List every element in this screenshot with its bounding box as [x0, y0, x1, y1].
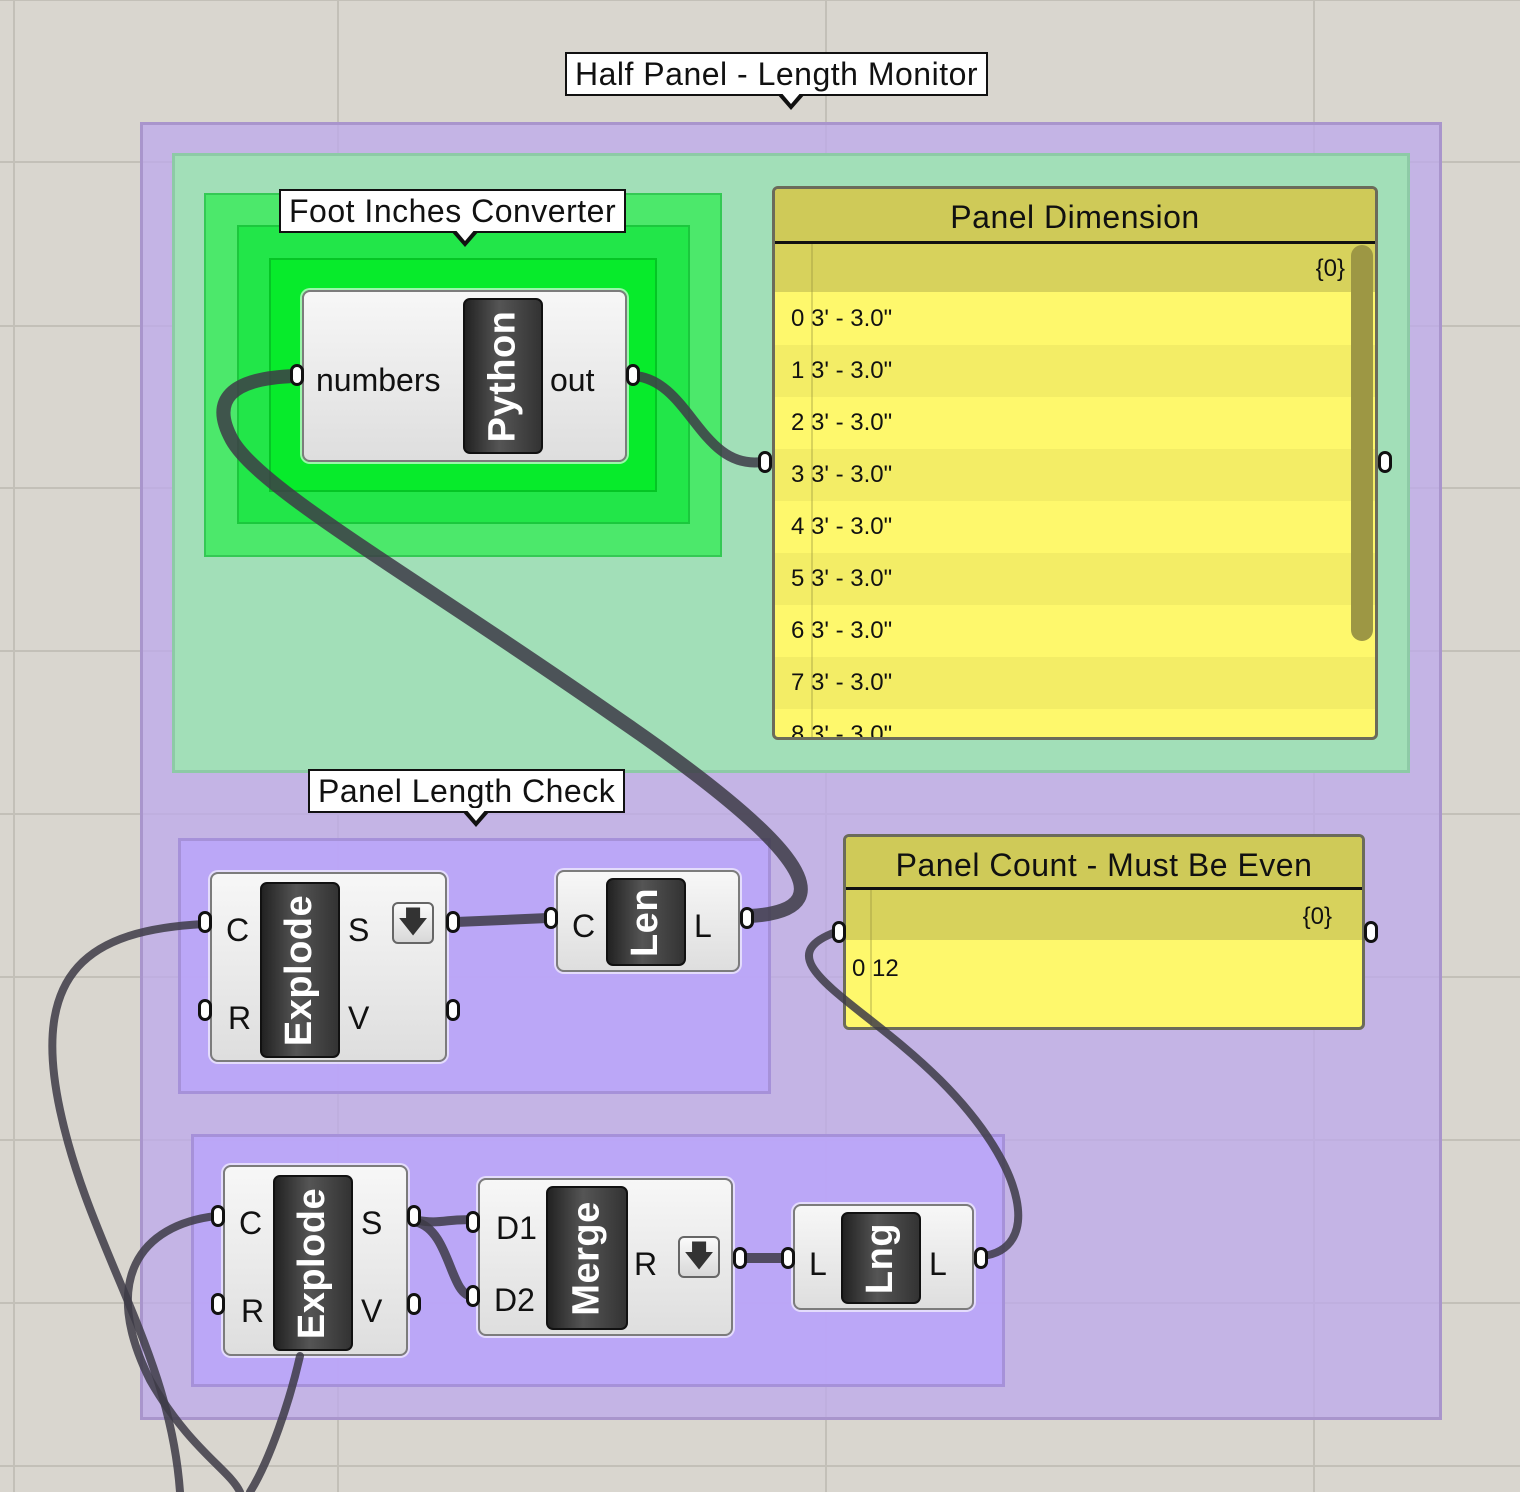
merge-input-d1: D1 [496, 1210, 537, 1246]
len-badge-text: Len [624, 887, 667, 957]
explode-2-input-c: C [239, 1205, 263, 1241]
panel-dimension-title: Panel Dimension [775, 189, 1375, 244]
tag-pointer [462, 808, 490, 827]
list-item: 0 12 [852, 955, 899, 982]
list-item: 2 3' - 3.0" [791, 409, 893, 436]
panel-index-divider [811, 244, 813, 737]
explode-1-v-port[interactable] [446, 999, 460, 1021]
lng-badge: Lng [841, 1212, 921, 1304]
panel-dimension-path-row [775, 244, 1375, 292]
list-item: 8 3' - 3.0" [791, 721, 893, 740]
lng-input-port[interactable] [781, 1247, 795, 1269]
group-title-half-panel-text: Half Panel - Length Monitor [575, 56, 979, 92]
explode-1-input-c: C [226, 912, 250, 948]
list-item: 5 3' - 3.0" [775, 553, 1375, 605]
list-item: 0 3' - 3.0" [791, 305, 893, 332]
lng-output-l: L [929, 1246, 947, 1282]
python-input-label: numbers [316, 362, 441, 398]
flatten-arrow-icon[interactable]: 🡇 [392, 902, 434, 944]
panel-count-output-port[interactable] [1364, 921, 1378, 943]
len-input-port[interactable] [544, 907, 558, 929]
explode-2-badge: Explode [273, 1175, 353, 1351]
list-item: 6 3' - 3.0" [791, 617, 893, 644]
explode-component-1[interactable]: C R Explode S V 🡇 [210, 872, 447, 1062]
merge-d1-port[interactable] [466, 1211, 480, 1233]
python-component[interactable]: numbers Python out [302, 290, 627, 462]
panel-count-path: {0} [1302, 903, 1332, 930]
explode-1-input-r: R [228, 1000, 252, 1036]
explode-1-output-s: S [348, 912, 370, 948]
panel-dimension-path: {0} [1315, 255, 1345, 282]
group-title-foot-inches-converter[interactable]: Foot Inches Converter [279, 189, 627, 247]
explode-2-v-port[interactable] [407, 1293, 421, 1315]
merge-d2-port[interactable] [466, 1285, 480, 1307]
list-item: 1 3' - 3.0" [775, 345, 1375, 397]
merge-badge: Merge [546, 1186, 628, 1330]
lng-badge-text: Lng [859, 1222, 902, 1294]
len-output-port[interactable] [740, 907, 754, 929]
merge-component[interactable]: D1 D2 Merge R 🡇 [478, 1178, 733, 1336]
list-item: 7 3' - 3.0" [775, 657, 1375, 709]
explode-component-2[interactable]: C R Explode S V [223, 1165, 408, 1356]
panel-count-input-port[interactable] [832, 921, 846, 943]
list-item: 3 3' - 3.0" [775, 449, 1375, 501]
panel-dimension[interactable]: Panel Dimension {0} 0 3' - 3.0" 1 3' - 3… [772, 186, 1378, 740]
merge-output-r: R [634, 1246, 658, 1282]
tag-pointer [451, 228, 479, 247]
explode-1-badge-text: Explode [278, 894, 321, 1046]
lng-input-l: L [809, 1246, 827, 1282]
python-output-label: out [550, 362, 595, 398]
explode-1-badge: Explode [260, 882, 340, 1058]
lng-component[interactable]: L Lng L [793, 1204, 974, 1310]
len-output-l: L [694, 908, 712, 944]
explode-2-s-port[interactable] [407, 1205, 421, 1227]
explode-2-output-v: V [361, 1293, 383, 1329]
explode-1-s-port[interactable] [446, 911, 460, 933]
group-title-half-panel[interactable]: Half Panel - Length Monitor [565, 52, 989, 110]
len-component[interactable]: C Len L [556, 870, 740, 972]
panel-index-divider [870, 890, 872, 1027]
explode-1-c-port[interactable] [198, 911, 212, 933]
group-title-panel-length-check[interactable]: Panel Length Check [308, 769, 626, 827]
explode-1-output-v: V [348, 1000, 370, 1036]
explode-2-r-port[interactable] [211, 1293, 225, 1315]
panel-count-path-row [846, 890, 1362, 940]
len-input-c: C [572, 908, 596, 944]
group-title-panel-length-check-text: Panel Length Check [318, 773, 616, 809]
panel-dimension-input-port[interactable] [758, 451, 772, 473]
merge-badge-text: Merge [565, 1200, 608, 1316]
list-item: 4 3' - 3.0" [791, 513, 893, 540]
explode-1-r-port[interactable] [198, 999, 212, 1021]
explode-2-input-r: R [241, 1293, 265, 1329]
explode-2-output-s: S [361, 1205, 383, 1241]
tag-pointer [777, 91, 805, 110]
group-title-foot-inches-converter-text: Foot Inches Converter [289, 193, 617, 229]
python-badge: Python [463, 298, 543, 454]
len-badge: Len [606, 878, 686, 966]
flatten-arrow-icon[interactable]: 🡇 [678, 1236, 720, 1278]
merge-input-d2: D2 [494, 1282, 535, 1318]
explode-2-c-port[interactable] [211, 1205, 225, 1227]
python-input-port[interactable] [290, 364, 304, 386]
panel-count[interactable]: Panel Count - Must Be Even {0} 0 12 [843, 834, 1365, 1030]
panel-dimension-scrollbar[interactable] [1351, 245, 1373, 641]
lng-output-port[interactable] [974, 1247, 988, 1269]
panel-dimension-output-port[interactable] [1378, 451, 1392, 473]
panel-count-title: Panel Count - Must Be Even [846, 837, 1362, 890]
explode-2-badge-text: Explode [291, 1187, 334, 1339]
python-output-port[interactable] [626, 364, 640, 386]
python-badge-text: Python [481, 310, 524, 442]
merge-output-port[interactable] [733, 1247, 747, 1269]
